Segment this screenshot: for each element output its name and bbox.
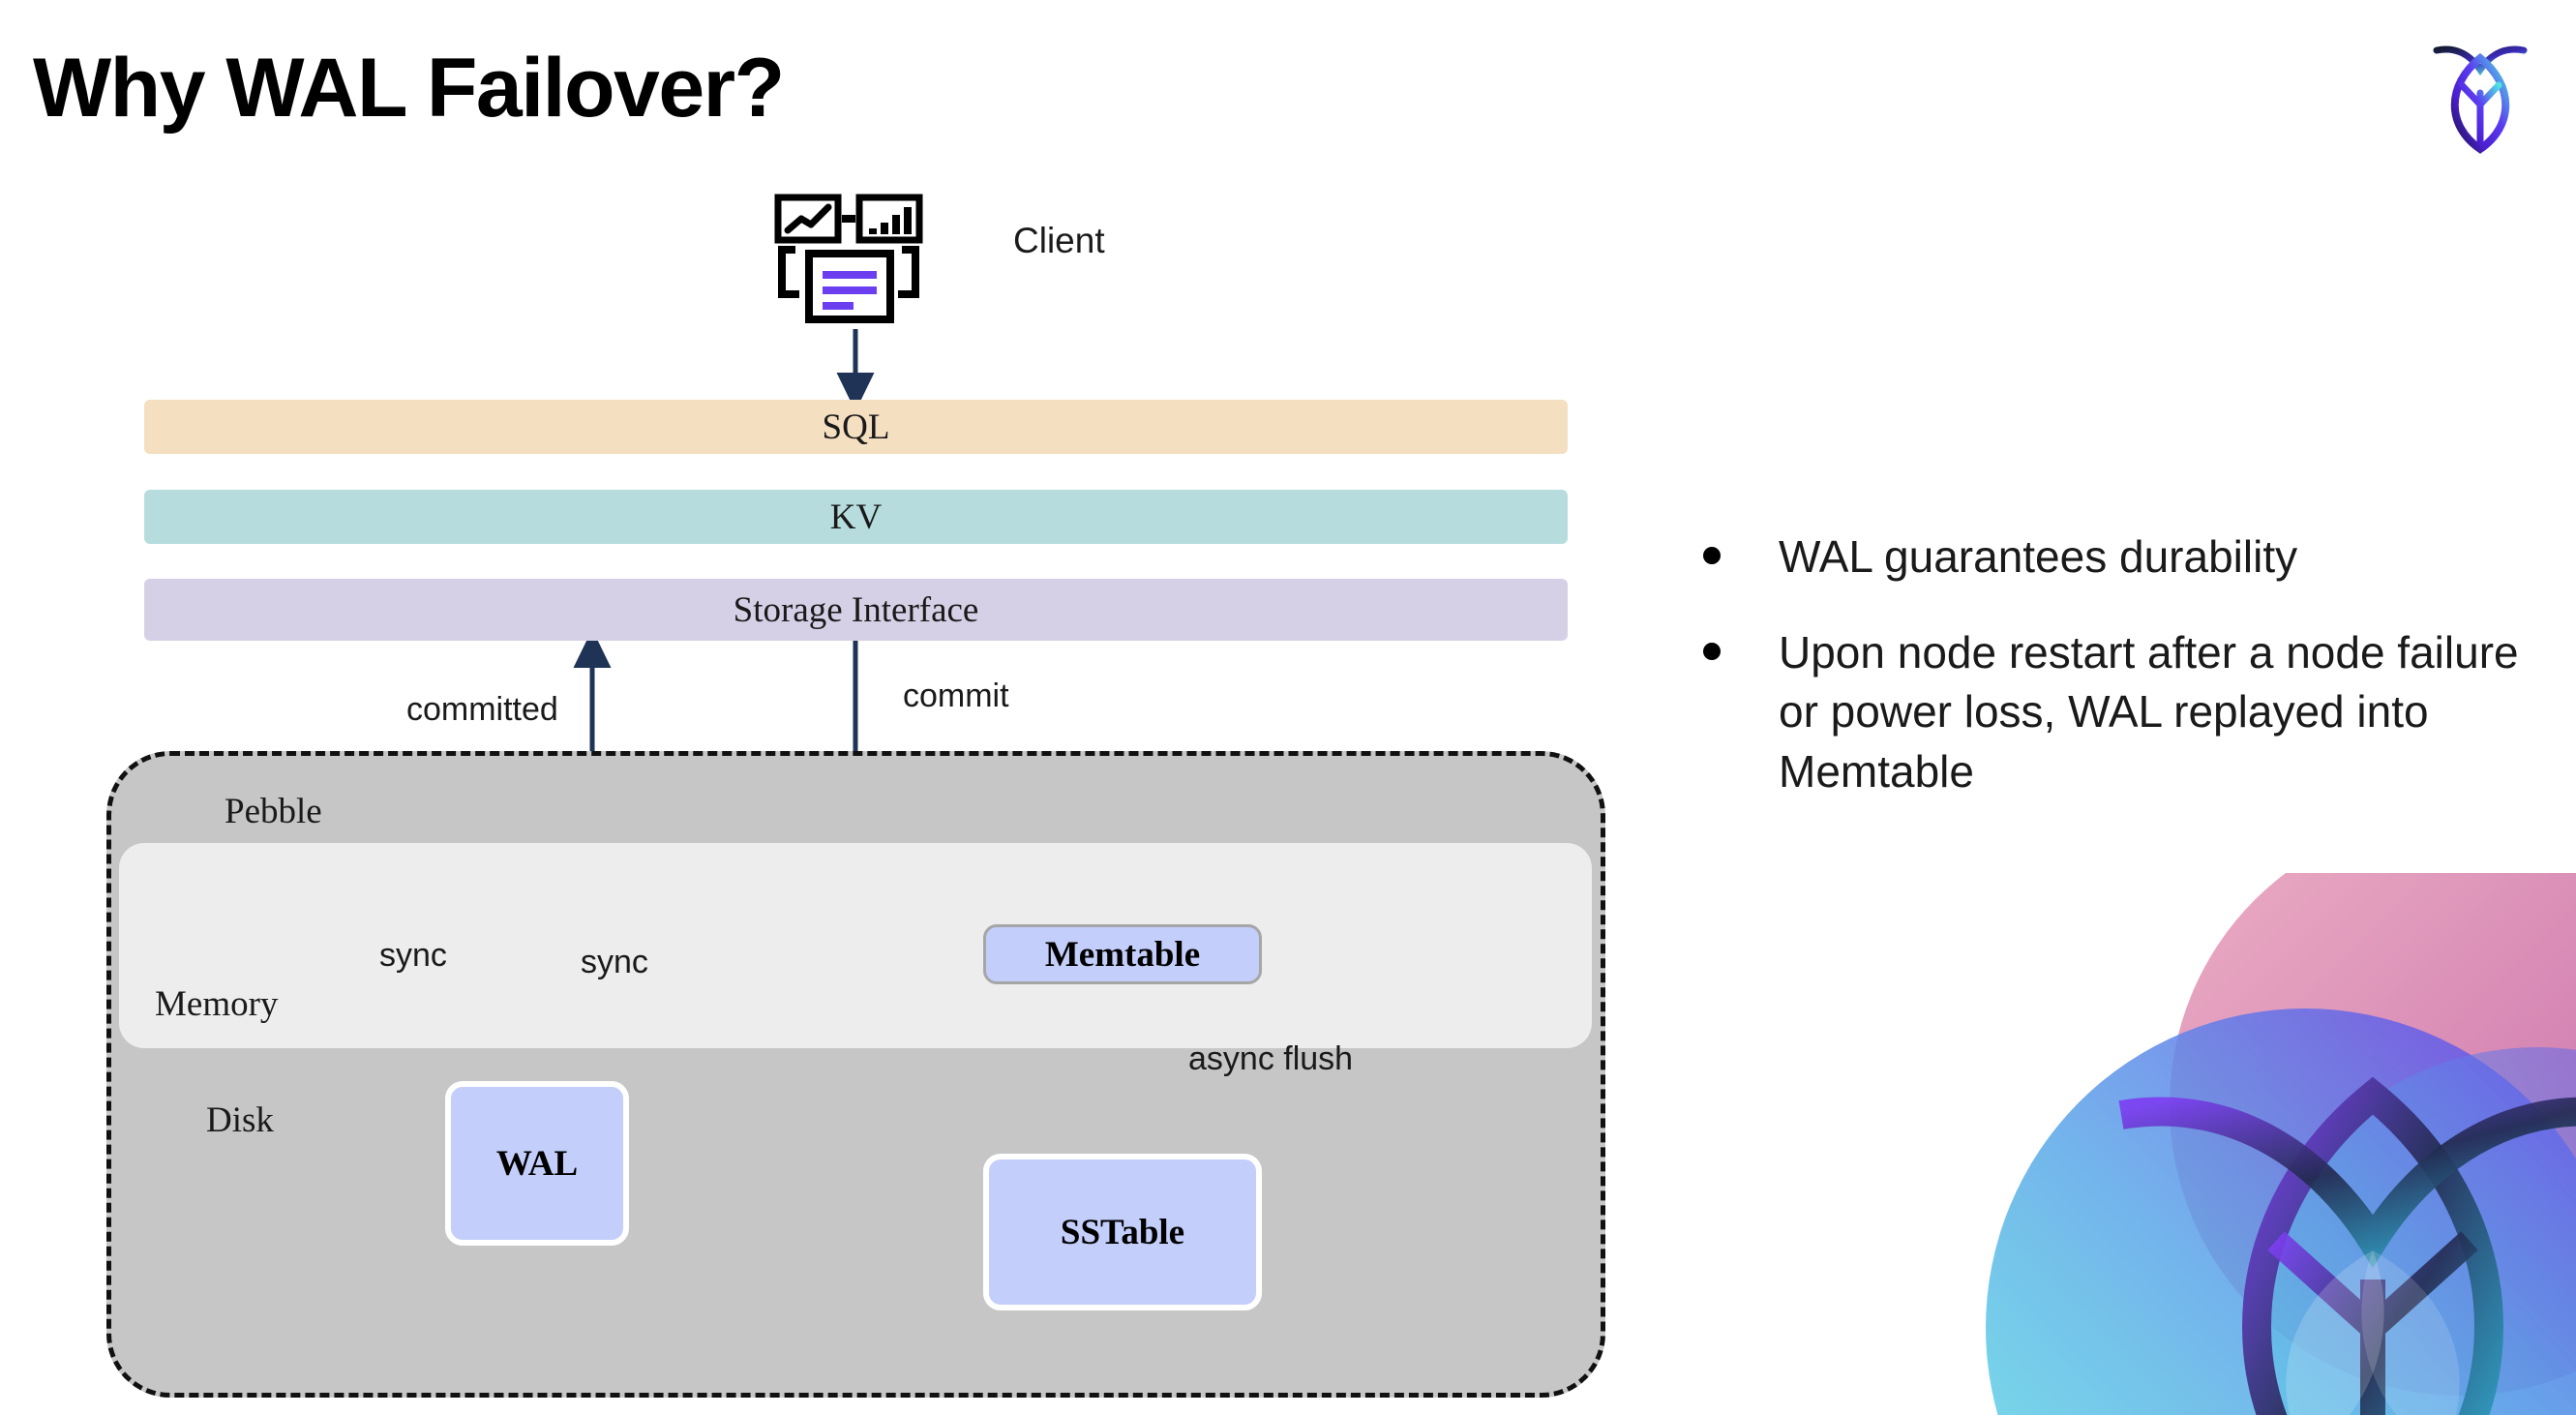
memory-label: Memory <box>155 984 279 1024</box>
edge-label-committed: committed <box>406 691 558 728</box>
layer-sql: SQL <box>144 400 1568 454</box>
layer-kv-label: KV <box>829 497 883 537</box>
cockroach-circles-decoration-icon <box>1918 873 2576 1415</box>
cockroach-leaf-logo-icon <box>2427 29 2533 155</box>
sstable-label: SSTable <box>1060 1212 1185 1252</box>
bullet-text: WAL guarantees durability <box>1779 531 2298 582</box>
wal-box: WAL <box>445 1081 629 1246</box>
memtable-label: Memtable <box>1044 934 1201 975</box>
sstable-box: SSTable <box>983 1154 1262 1310</box>
layer-storage-label: Storage Interface <box>733 589 979 630</box>
layer-kv: KV <box>144 490 1568 544</box>
wal-label: WAL <box>495 1143 579 1184</box>
layer-storage-interface: Storage Interface <box>144 579 1568 641</box>
list-item: Upon node restart after a node failure o… <box>1703 623 2545 801</box>
memtable-box: Memtable <box>983 924 1262 984</box>
client-label: Client <box>1013 221 1105 260</box>
edge-label-sync-right: sync <box>581 944 648 980</box>
architecture-diagram: Client SQL KV Storage Interface Pebble M… <box>106 194 1605 1398</box>
bullet-list: WAL guarantees durability Upon node rest… <box>1703 527 2545 838</box>
edge-label-sync-left: sync <box>379 937 447 974</box>
page-title: Why WAL Failover? <box>33 42 785 135</box>
disk-label: Disk <box>206 1100 274 1140</box>
bullet-dot-icon <box>1703 547 1721 564</box>
edge-label-async-flush: async flush <box>1188 1040 1354 1077</box>
bullet-text: Upon node restart after a node failure o… <box>1779 627 2519 797</box>
pebble-label: Pebble <box>225 792 322 831</box>
edge-label-commit: commit <box>903 677 1009 714</box>
layer-sql-label: SQL <box>822 406 890 447</box>
list-item: WAL guarantees durability <box>1703 527 2545 587</box>
memory-panel <box>119 843 1592 1048</box>
client-dashboard-icon <box>774 194 929 329</box>
bullet-dot-icon <box>1703 643 1721 661</box>
